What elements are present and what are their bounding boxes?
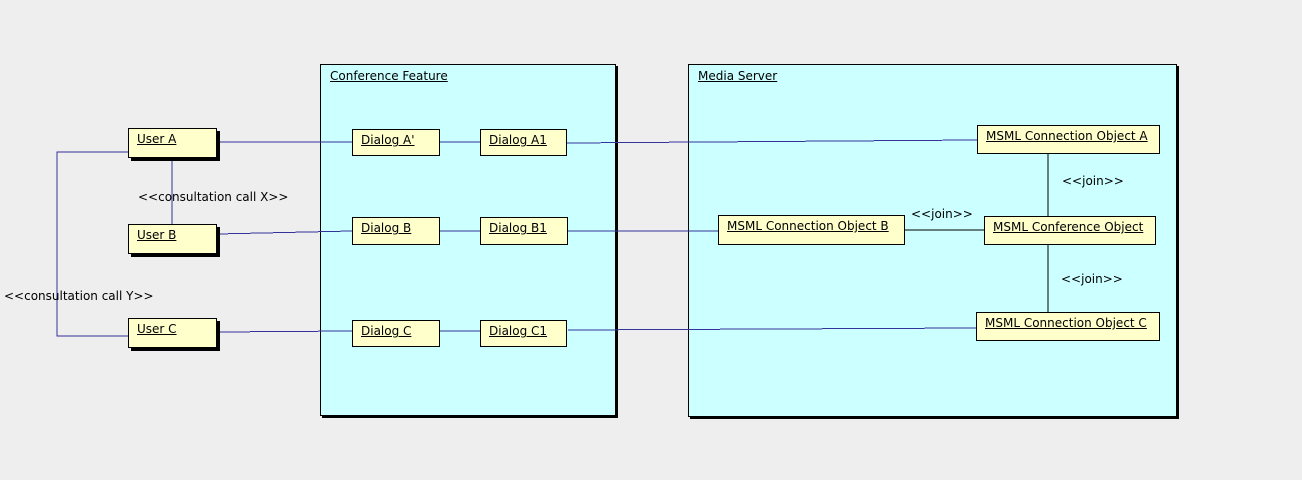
node-msml-connection-c: MSML Connection Object C xyxy=(976,312,1160,341)
label-consultation-call-y: <<consultation call Y>> xyxy=(4,289,154,303)
connector-consultation-call-y xyxy=(56,151,128,337)
dialog-a1-label: Dialog A1 xyxy=(489,133,547,147)
msml-conference-label: MSML Conference Object xyxy=(993,220,1144,234)
conference-feature-title: Conference Feature xyxy=(330,69,448,83)
node-msml-connection-a: MSML Connection Object A xyxy=(977,125,1160,154)
msml-connection-b-label: MSML Connection Object B xyxy=(727,219,889,233)
msml-connection-c-label: MSML Connection Object C xyxy=(985,316,1147,330)
label-join-a: <<join>> xyxy=(1062,174,1124,188)
node-user-a: User A xyxy=(128,128,217,158)
user-c-label: User C xyxy=(137,322,177,336)
dialog-c-label: Dialog C xyxy=(361,324,412,338)
node-dialog-a1: Dialog A1 xyxy=(480,129,567,156)
media-server-title: Media Server xyxy=(698,69,778,83)
label-join-b: <<join>> xyxy=(911,207,973,221)
node-dialog-a-prime: Dialog A' xyxy=(352,129,440,156)
dialog-a-prime-label: Dialog A' xyxy=(361,133,415,147)
node-dialog-b1: Dialog B1 xyxy=(480,217,568,245)
dialog-b-label: Dialog B xyxy=(361,221,412,235)
node-dialog-b: Dialog B xyxy=(352,217,440,245)
msml-connection-a-label: MSML Connection Object A xyxy=(986,129,1148,143)
node-msml-connection-b: MSML Connection Object B xyxy=(718,215,905,245)
node-dialog-c: Dialog C xyxy=(352,320,440,347)
user-b-label: User B xyxy=(137,228,177,242)
node-user-c: User C xyxy=(128,318,217,348)
user-a-label: User A xyxy=(137,132,177,146)
dialog-b1-label: Dialog B1 xyxy=(489,221,547,235)
node-user-b: User B xyxy=(128,224,217,254)
node-msml-conference: MSML Conference Object xyxy=(984,216,1156,245)
dialog-c1-label: Dialog C1 xyxy=(489,324,548,338)
label-join-c: <<join>> xyxy=(1061,272,1123,286)
node-dialog-c1: Dialog C1 xyxy=(480,320,567,347)
label-consultation-call-x: <<consultation call X>> xyxy=(138,190,289,204)
